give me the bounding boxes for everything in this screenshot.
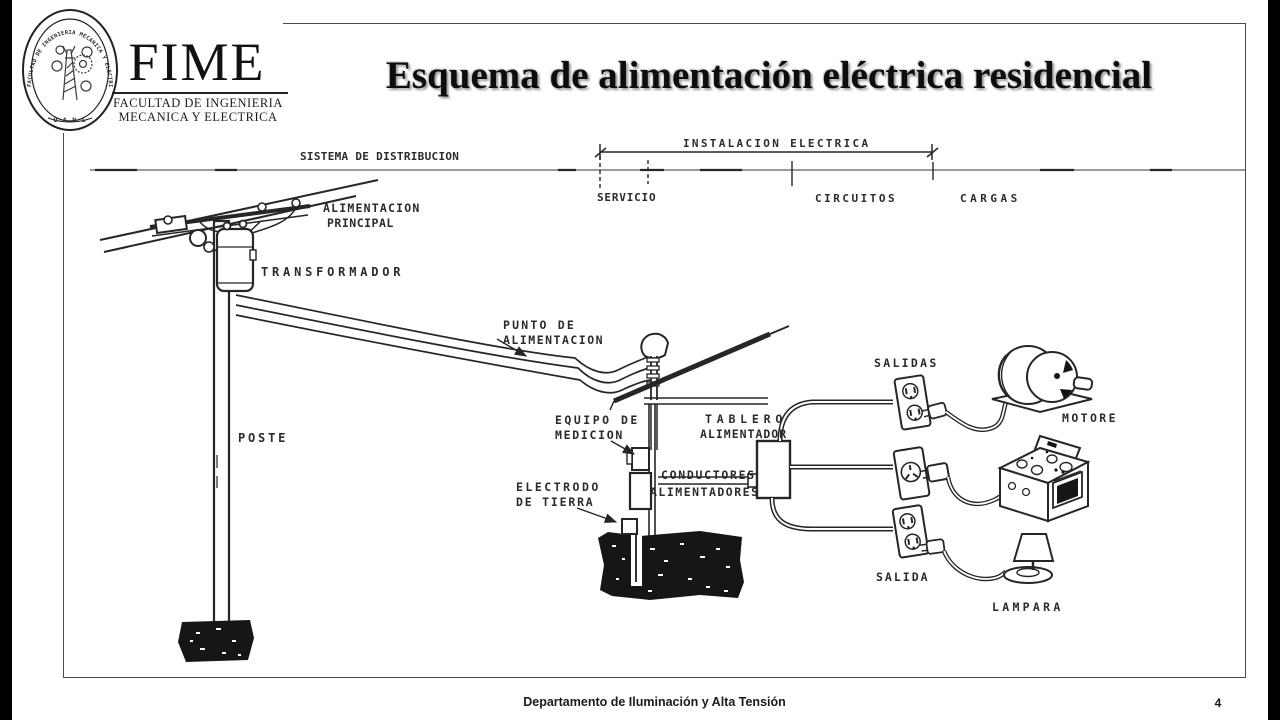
label-circuitos: CIRCUITOS <box>815 192 897 205</box>
page-number: 4 <box>1214 696 1222 710</box>
motor-plug <box>921 401 948 420</box>
label-motore: MOTORE <box>1062 411 1118 425</box>
diagram-labels: SISTEMA DE DISTRIBUCION INSTALACION ELEC… <box>238 137 1118 614</box>
label-electrodo-1: ELECTRODO <box>516 480 601 494</box>
metering-equipment <box>626 447 653 511</box>
label-electrodo-2: DE TIERRA <box>516 495 595 509</box>
house <box>609 325 790 543</box>
label-conductores-2: ALIMENTADORES <box>650 485 760 499</box>
slide-border-right <box>1245 23 1246 678</box>
outlet-duplex-bottom <box>891 504 930 559</box>
fime-seal-icon: FACULTAD DE INGENIERIA MECANICA Y ELECTR… <box>20 6 118 131</box>
label-punto-2: ALIMENTACION <box>503 333 604 347</box>
stove-plug <box>920 462 950 483</box>
lamp-plug <box>919 538 946 555</box>
label-instalacion: INSTALACION ELECTRICA <box>683 137 870 150</box>
slide-border-left <box>63 133 64 678</box>
label-equipo-1: EQUIPO DE <box>555 413 640 427</box>
label-servicio: SERVICIO <box>597 191 656 204</box>
fime-underline <box>112 92 288 94</box>
seal-tower-icon <box>51 45 93 101</box>
label-salidas: SALIDAS <box>874 356 939 370</box>
utility-pole <box>212 219 231 650</box>
footer-department: Departamento de Iluminación y Alta Tensi… <box>523 695 786 709</box>
ground-clamp <box>621 518 638 535</box>
fime-acronym: FIME <box>128 32 266 92</box>
motor <box>991 345 1094 414</box>
label-alimentacion-principal-2: PRINCIPAL <box>327 216 394 230</box>
label-alimentacion-principal-1: ALIMENTACION <box>323 201 420 215</box>
pole-crossarm <box>149 198 311 253</box>
lamp-cord <box>944 551 1006 579</box>
outlet-duplex-top <box>893 374 932 431</box>
ground-electrode <box>598 518 744 600</box>
fime-faculty-name: FACULTAD DE INGENIERIA MECANICA Y ELECTR… <box>96 96 300 124</box>
label-salida: SALIDA <box>876 570 930 584</box>
meter-box <box>631 447 650 471</box>
feeder-conductors <box>658 476 757 485</box>
pole-base <box>178 620 254 662</box>
fime-faculty-line2: MECANICA Y ELECTRICA <box>118 110 278 124</box>
slide-border-top <box>283 23 1246 24</box>
roof <box>609 325 790 411</box>
seal-uanl-text: U.A.N.L <box>53 117 86 124</box>
label-conductores-1: CONDUCTORES <box>661 468 756 482</box>
label-equipo-2: MEDICION <box>555 428 624 442</box>
disconnect-box <box>628 471 653 511</box>
page-title: Esquema de alimentación eléctrica reside… <box>385 54 1153 97</box>
lamp <box>1003 533 1055 584</box>
label-punto-1: PUNTO DE <box>503 318 576 332</box>
motor-cord <box>946 398 1008 430</box>
stove-cord <box>948 477 1006 504</box>
letterbox-left <box>0 0 12 720</box>
label-sistema: SISTEMA DE DISTRIBUCION <box>300 150 459 163</box>
dimension-line <box>594 144 939 160</box>
label-cargas: CARGAS <box>960 192 1021 205</box>
transformer <box>215 219 257 293</box>
label-poste: POSTE <box>238 431 288 445</box>
fime-faculty-line1: FACULTAD DE INGENIERIA <box>113 96 283 110</box>
service-drop-wires <box>235 294 651 394</box>
earth-hatch <box>598 531 744 600</box>
feeder-panel <box>747 439 792 500</box>
branch-cables <box>772 402 893 529</box>
slide-border-bottom <box>63 677 1246 678</box>
outlet-range-middle <box>892 446 931 501</box>
zone-axis-line <box>90 156 1245 190</box>
stove <box>997 434 1091 523</box>
label-tablero-2: ALIMENTADOR <box>700 427 787 441</box>
leader-arrows <box>496 338 636 523</box>
label-tablero-1: TABLERO <box>705 412 787 426</box>
letterbox-right <box>1268 0 1280 720</box>
label-lampara: LAMPARA <box>992 600 1064 614</box>
weatherhead <box>640 332 670 360</box>
label-transformador: TRANSFORMADOR <box>261 265 404 279</box>
